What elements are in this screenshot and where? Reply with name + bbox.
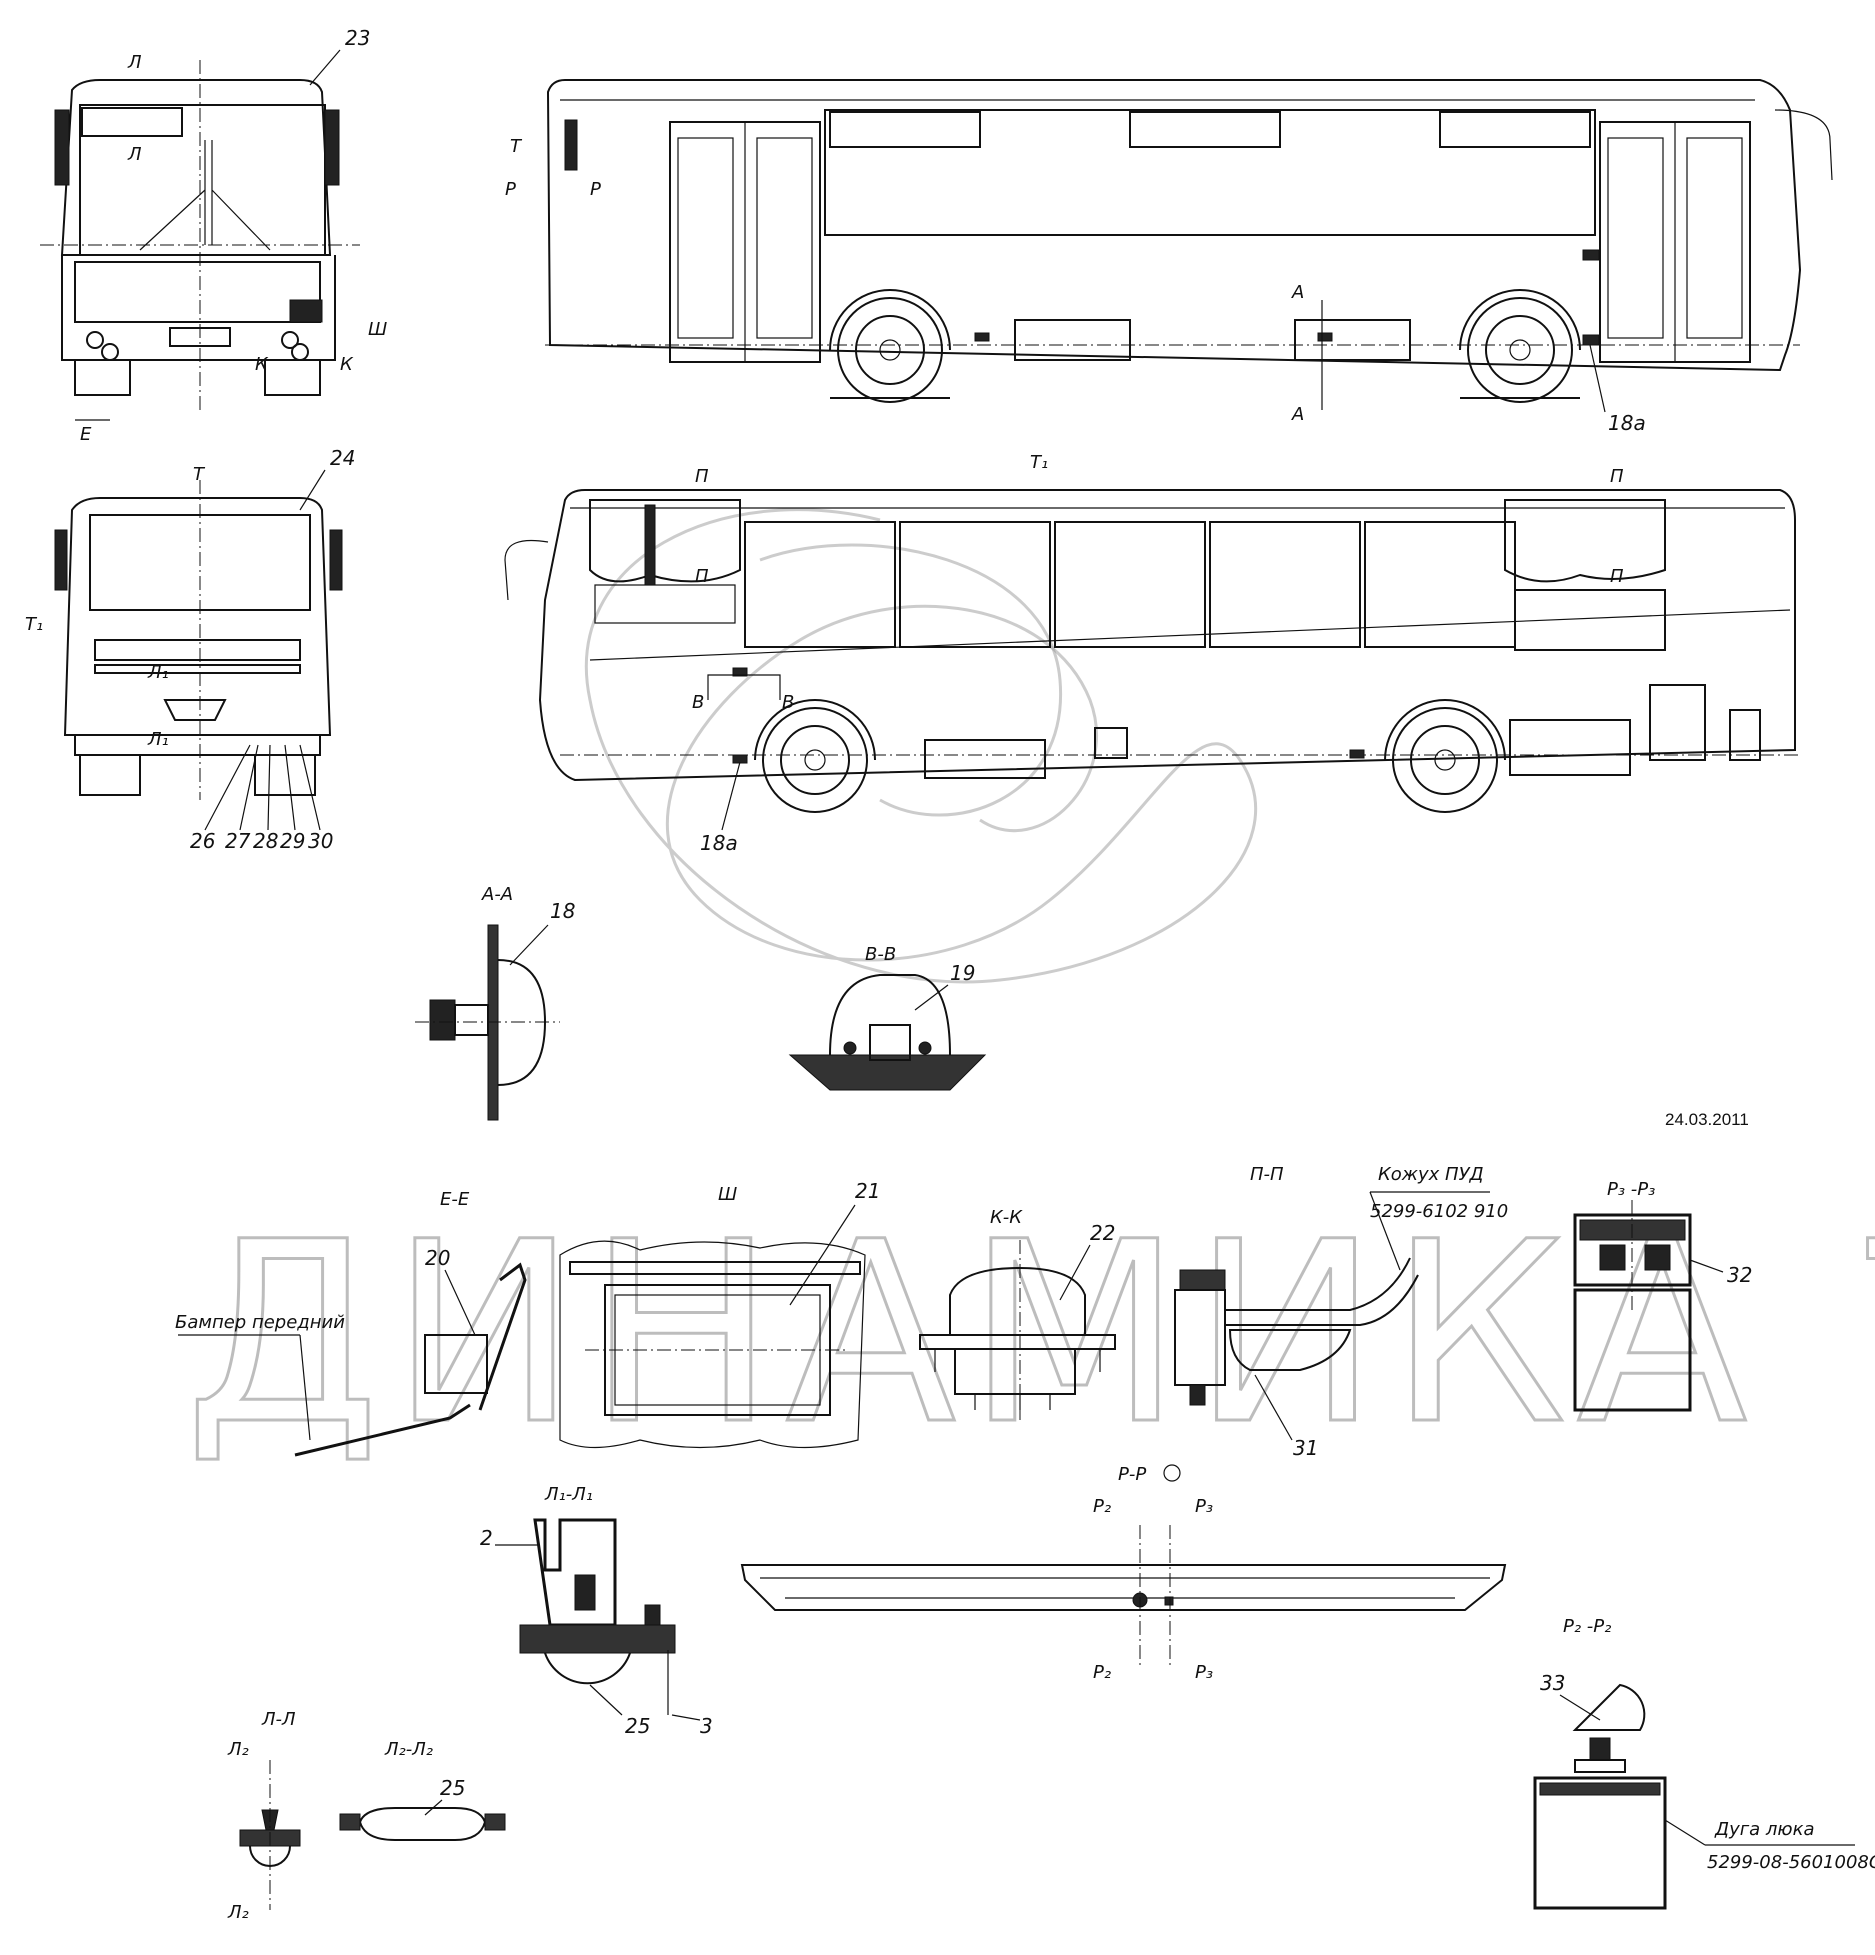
callout-25-a: 25 xyxy=(625,1714,650,1738)
side-mark-r-left: Р xyxy=(505,179,516,200)
section-e-e: Е-Е Бампер передний 20 xyxy=(175,1189,527,1457)
side-left-mark-v1: В xyxy=(692,692,704,713)
front-view: Л Л Ш К К Е 23 xyxy=(40,26,387,445)
rear-mark-t1: Т₁ xyxy=(25,614,43,635)
section-rr-title: Р-Р xyxy=(1118,1464,1146,1485)
callout-19: 19 xyxy=(950,961,975,985)
side-left-mark-p4: П xyxy=(1610,566,1624,587)
side-left-mark-p2: П xyxy=(695,566,709,587)
side-left-title: Т₁ xyxy=(1030,452,1048,473)
section-ee-title: Е-Е xyxy=(440,1189,470,1210)
view-mark-sh: Ш xyxy=(368,319,387,340)
section-ll-title: Л-Л xyxy=(261,1709,296,1730)
note-front-bumper: Бампер передний xyxy=(175,1312,345,1333)
ll-mark-l2-top: Л₂ xyxy=(227,1739,249,1760)
view-sh: Ш 21 xyxy=(559,1179,880,1449)
section-p3-title: Р₃ -Р₃ xyxy=(1607,1179,1655,1200)
callout-30: 30 xyxy=(308,829,333,853)
note-pud-casing: Кожух ПУД xyxy=(1378,1164,1484,1185)
callout-18a-right: 18а xyxy=(1608,411,1646,435)
callout-25-b: 25 xyxy=(440,1776,465,1800)
section-v-v: В-В 19 xyxy=(788,944,987,1091)
callout-22: 22 xyxy=(1090,1221,1115,1245)
callout-33: 33 xyxy=(1540,1671,1565,1695)
section-l1-title: Л₁-Л₁ xyxy=(544,1484,593,1505)
section-l-l: Л-Л Л₂ Л₂ xyxy=(227,1709,301,1923)
side-mark-r-right: Р xyxy=(590,179,601,200)
rear-mark-t: Т xyxy=(193,464,206,485)
callout-18a-left: 18а xyxy=(700,831,738,855)
section-mark-l-bottom: Л xyxy=(127,144,142,165)
rr-mark-p3-top: Р₃ xyxy=(1195,1496,1213,1517)
side-mark-a-bottom: А xyxy=(1291,404,1304,425)
side-left-mark-v2: В xyxy=(782,692,794,713)
section-r-r: Р-Р Р₂ Р₃ Р₂ Р₃ xyxy=(740,1464,1507,1683)
rr-mark-p3-bottom: Р₃ xyxy=(1195,1662,1213,1683)
callout-29: 29 xyxy=(280,829,305,853)
view-sh-title: Ш xyxy=(718,1184,737,1205)
section-mark-e: Е xyxy=(80,424,92,445)
section-r3-r3: Р₃ -Р₃ 32 xyxy=(1573,1179,1752,1412)
section-p2-title: Р₂ -Р₂ xyxy=(1563,1616,1611,1637)
callout-24: 24 xyxy=(330,446,355,470)
callout-21: 21 xyxy=(855,1179,880,1203)
rr-mark-p2-bottom: Р₂ xyxy=(1093,1662,1111,1683)
rr-mark-p2-top: Р₂ xyxy=(1093,1496,1111,1517)
section-mark-k-right: К xyxy=(340,354,354,375)
drawing-date: 24.03.2011 xyxy=(1665,1110,1749,1129)
section-l2-title: Л₂-Л₂ xyxy=(384,1739,433,1760)
callout-2: 2 xyxy=(480,1526,493,1550)
section-aa-title: А-А xyxy=(481,884,513,905)
section-l1-l1: Л₁-Л₁ 2 25 3 xyxy=(480,1484,713,1738)
note-pud-casing-number: 5299-6102 910 xyxy=(1370,1201,1508,1222)
section-p-p: П-П Кожух ПУД 5299-6102 910 31 xyxy=(1174,1164,1508,1460)
note-hatch-arch: Дуга люка xyxy=(1714,1819,1814,1840)
side-mark-a-top: А xyxy=(1291,282,1304,303)
callout-23: 23 xyxy=(345,26,370,50)
ll-mark-l2-bottom: Л₂ xyxy=(227,1902,249,1923)
callout-20: 20 xyxy=(425,1246,450,1270)
side-view-right: Т Р Р А А 18а xyxy=(505,79,1833,435)
side-mark-t: Т xyxy=(510,136,523,157)
watermark: ДИНАМИКА 76 xyxy=(184,508,1875,1481)
section-mark-k-left: К xyxy=(255,354,269,375)
note-hatch-arch-number: 5299-08-5601008СБ xyxy=(1707,1852,1875,1873)
callout-18: 18 xyxy=(550,899,575,923)
rear-view: Т Т₁ Л₁ Л₁ 24 26 27 28 29 30 xyxy=(25,446,355,853)
rear-mark-l1-bottom: Л₁ xyxy=(147,729,169,750)
rear-mark-l1-top: Л₁ xyxy=(147,662,169,683)
callout-27: 27 xyxy=(225,829,251,853)
section-r2-r2: Р₂ -Р₂ 33 Дуга люка 5299-08-5601008СБ xyxy=(1533,1616,1875,1910)
section-k-k: К-К 22 xyxy=(919,1207,1116,1420)
section-l2-l2: Л₂-Л₂ 25 xyxy=(339,1739,506,1841)
section-a-a: А-А 18 xyxy=(415,884,575,1121)
side-view-left: Т₁ П П П П В В 18а xyxy=(504,452,1800,855)
section-bb-title: В-В xyxy=(865,944,896,965)
callout-26: 26 xyxy=(190,829,215,853)
section-pp-title: П-П xyxy=(1250,1164,1284,1185)
callout-32: 32 xyxy=(1727,1263,1752,1287)
section-mark-l-top: Л xyxy=(127,52,142,73)
callout-28: 28 xyxy=(253,829,278,853)
callout-31: 31 xyxy=(1293,1436,1318,1460)
callout-3: 3 xyxy=(700,1714,713,1738)
side-left-mark-p3: П xyxy=(1610,466,1624,487)
section-kk-title: К-К xyxy=(990,1207,1023,1228)
side-left-mark-p1: П xyxy=(695,466,709,487)
